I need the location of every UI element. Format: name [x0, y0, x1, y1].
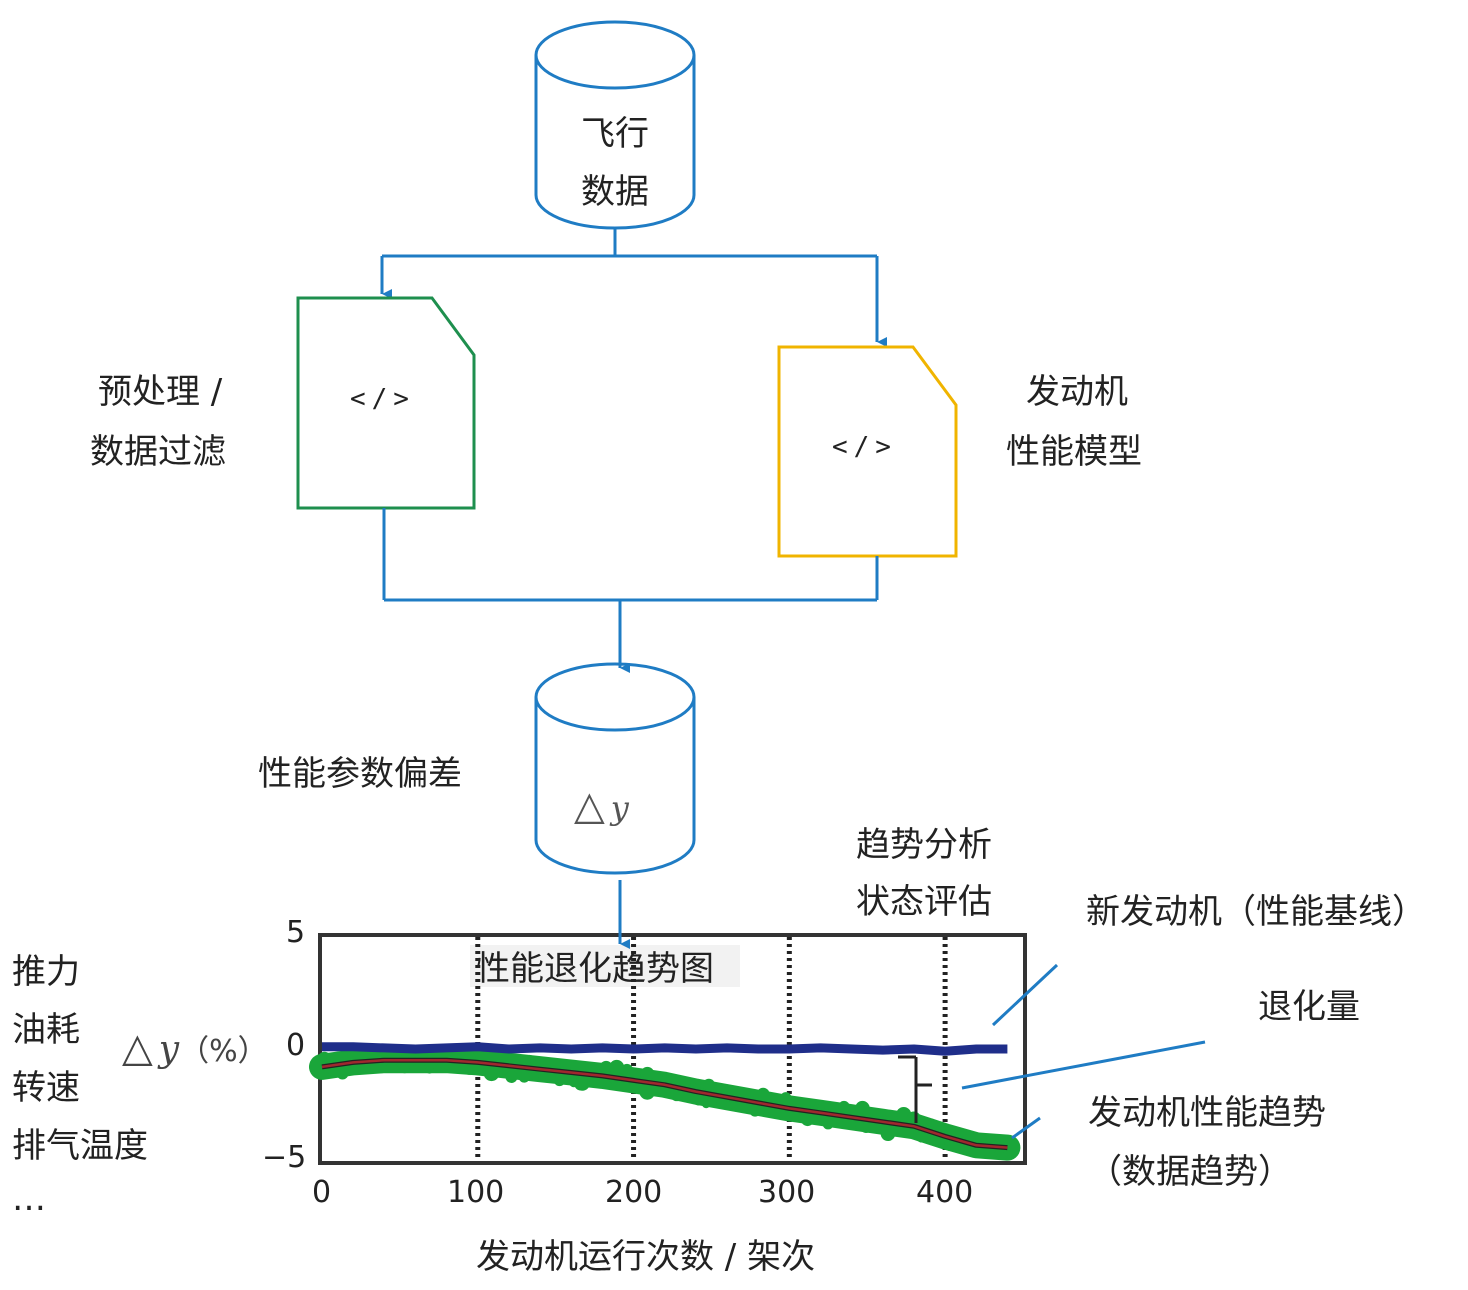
baseline-series-line: [322, 1042, 1008, 1056]
y-axis-unit: （%）: [179, 1034, 268, 1069]
callout-lines: [961, 963, 1206, 1140]
scatter-point: [880, 1126, 896, 1142]
scatter-point: [485, 1065, 500, 1080]
scatter-point: [855, 1100, 870, 1116]
y-variable: y: [610, 789, 629, 827]
scatter-point: [838, 1100, 850, 1113]
param-more: …: [12, 1179, 46, 1219]
scatter-point: [336, 1067, 349, 1080]
x-tick-400: 400: [916, 1175, 974, 1210]
x-tick-300: 300: [758, 1175, 816, 1210]
flow-lines-merge: [382, 508, 879, 673]
y-axis-delta: △: [122, 1025, 153, 1071]
baseline-label: 新发动机（性能基线）: [1086, 892, 1426, 932]
callout-baseline: [991, 963, 1059, 1027]
param-speed: 转速: [12, 1068, 80, 1108]
degradation-bracket: [898, 1055, 932, 1123]
deviation-cylinder: [534, 662, 696, 875]
deviation-symbol: △y: [574, 786, 629, 826]
scatter-point: [530, 1071, 539, 1081]
scatter-point: [640, 1066, 655, 1081]
scatter-point: [639, 1083, 656, 1100]
trend-label-1: 发动机性能趋势: [1088, 1093, 1326, 1133]
scatter-point: [505, 1070, 518, 1083]
trend-analysis-label-1: 趋势分析: [856, 825, 992, 865]
trend-analysis-label-2: 状态评估: [856, 882, 992, 922]
param-thrust: 推力: [12, 952, 80, 992]
scatter-point: [609, 1059, 625, 1076]
scatter-point: [399, 1063, 410, 1074]
y-axis-label: △y（%）: [122, 1028, 268, 1068]
x-tick-100: 100: [447, 1175, 505, 1210]
trend-series-line: [321, 1058, 1008, 1149]
callout-trend: [1011, 1116, 1041, 1140]
y-tick-5: 5: [286, 915, 306, 950]
flow-lines-top: [380, 228, 887, 347]
y-tick-0: 0: [286, 1028, 306, 1063]
x-axis-label: 发动机运行次数 / 架次: [476, 1237, 816, 1277]
preprocess-document: [296, 296, 476, 510]
chart-title: 性能退化趋势图: [476, 949, 714, 989]
scatter-point: [534, 1057, 547, 1070]
scatter-point: [670, 1087, 684, 1102]
x-tick-200: 200: [605, 1175, 663, 1210]
delta-symbol: △: [574, 783, 605, 829]
engine-model-label-2: 性能模型: [1006, 432, 1142, 472]
scatter-point: [518, 1071, 530, 1083]
scatter-point: [916, 1131, 927, 1143]
y-axis-var: y: [158, 1029, 180, 1070]
engine-model-label-1: 发动机: [1026, 372, 1128, 412]
preprocess-code-icon: </>: [350, 384, 415, 414]
scatter-point: [701, 1099, 711, 1109]
scatter-point: [599, 1060, 613, 1075]
engine-model-document: [777, 345, 958, 558]
engine-model-code-icon: </>: [832, 432, 897, 462]
degradation-label: 退化量: [1258, 987, 1360, 1027]
flight-data-label-1: 飞行: [581, 114, 649, 154]
flight-data-label-2: 数据: [581, 172, 649, 212]
deviation-label: 性能参数偏差: [258, 754, 462, 794]
trend-label-2: （数据趋势）: [1088, 1152, 1292, 1192]
scatter-point: [822, 1118, 834, 1130]
callout-degradation: [961, 1040, 1206, 1090]
y-tick-neg5: −5: [262, 1140, 307, 1175]
scatter-point: [702, 1078, 716, 1092]
param-fuel: 油耗: [12, 1010, 80, 1050]
chart-title-bg: [470, 945, 740, 987]
scatter-point: [986, 1133, 996, 1143]
chart-series: [321, 1042, 1008, 1151]
x-tick-0: 0: [312, 1175, 332, 1210]
scatter-point: [756, 1087, 770, 1101]
preprocess-label-1: 预处理 /: [98, 372, 223, 412]
param-egt: 排气温度: [12, 1126, 148, 1166]
preprocess-label-2: 数据过滤: [90, 432, 226, 472]
